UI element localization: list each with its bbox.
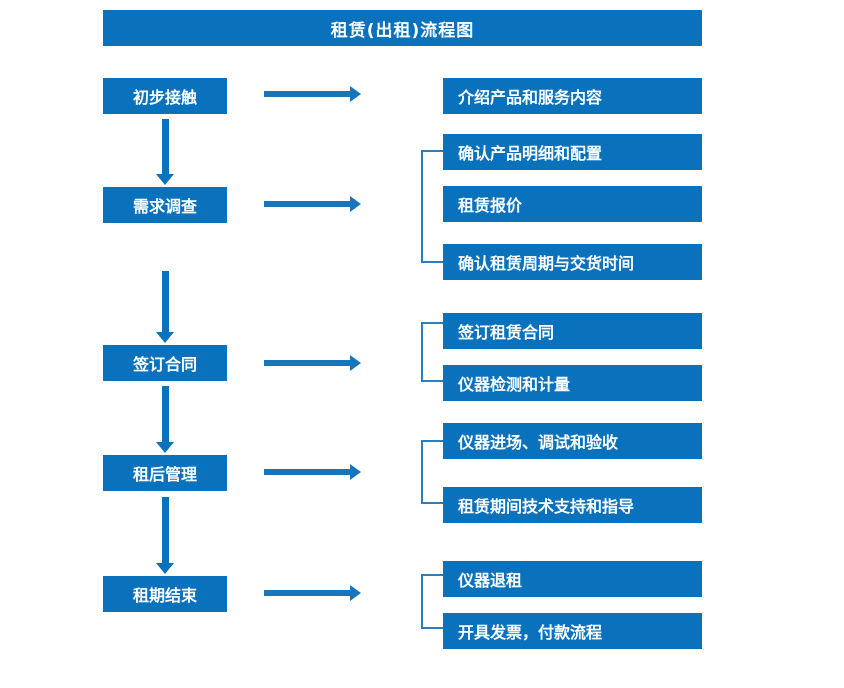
detail-node-10[interactable]: 开具发票，付款流程 — [443, 613, 702, 649]
group-bracket-end — [421, 574, 443, 629]
down-arrow-stage2-to-stage3 — [153, 271, 177, 343]
detail-node-2[interactable]: 确认产品明细和配置 — [443, 134, 702, 170]
stage-node-2[interactable]: 需求调查 — [103, 187, 227, 223]
right-arrow-stage5 — [264, 585, 361, 601]
detail-node-8[interactable]: 租赁期间技术支持和指导 — [443, 487, 702, 523]
stage-node-3[interactable]: 签订合同 — [103, 345, 227, 381]
stage-node-5[interactable]: 租期结束 — [103, 576, 227, 612]
down-arrow-stage4-to-stage5 — [153, 497, 177, 574]
page-title: 租赁(出租)流程图 — [103, 10, 702, 46]
detail-node-9[interactable]: 仪器退租 — [443, 561, 702, 597]
detail-node-7[interactable]: 仪器进场、调试和验收 — [443, 423, 702, 459]
down-arrow-stage3-to-stage4 — [153, 386, 177, 453]
right-arrow-stage2 — [264, 196, 361, 212]
group-bracket-demand — [421, 150, 443, 263]
group-bracket-contract — [421, 322, 443, 382]
right-arrow-stage3 — [264, 355, 361, 371]
detail-node-1[interactable]: 介绍产品和服务内容 — [443, 78, 702, 114]
group-bracket-management — [421, 440, 443, 504]
detail-node-3[interactable]: 租赁报价 — [443, 186, 702, 222]
stage-node-1[interactable]: 初步接触 — [103, 78, 227, 114]
detail-node-4[interactable]: 确认租赁周期与交货时间 — [443, 244, 702, 280]
right-arrow-stage1 — [264, 86, 361, 102]
detail-node-5[interactable]: 签订租赁合同 — [443, 313, 702, 349]
detail-node-6[interactable]: 仪器检测和计量 — [443, 365, 702, 401]
down-arrow-stage1-to-stage2 — [153, 119, 177, 185]
stage-node-4[interactable]: 租后管理 — [103, 455, 227, 491]
right-arrow-stage4 — [264, 464, 361, 480]
